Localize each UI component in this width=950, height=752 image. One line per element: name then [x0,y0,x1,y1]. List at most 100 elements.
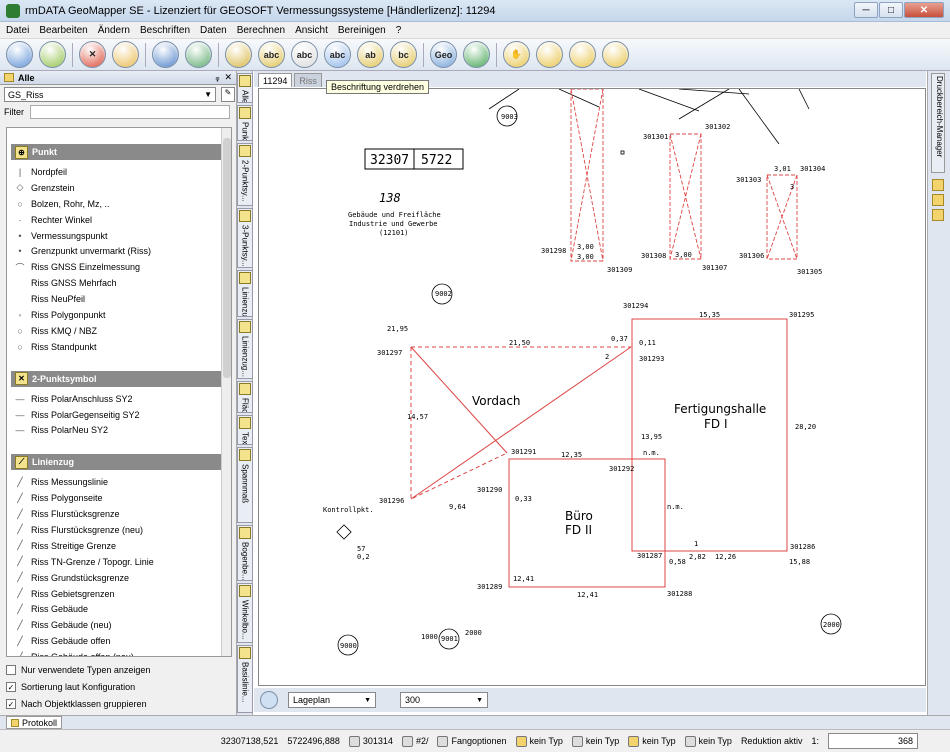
menu-item-6[interactable]: Ansicht [295,24,328,36]
vtab-0[interactable]: Alle [237,73,253,103]
list-item[interactable]: ⌒Riss GNSS Einzelmessung [7,259,231,275]
checkbox[interactable] [6,664,16,675]
vtab-7[interactable]: Text [237,415,253,445]
vtab-5[interactable]: Linienzug... [237,319,253,379]
list-item[interactable]: ╱Riss Flurstücksgrenze [7,506,231,522]
vtab-1[interactable]: Punkt [237,105,253,141]
scrollbar-thumb[interactable] [223,138,231,378]
tab-riss[interactable]: Riss [294,73,322,87]
zoom-window-button[interactable] [569,41,596,68]
vtab-4[interactable]: Linienzug [237,270,253,317]
menu-item-5[interactable]: Berechnen [236,24,286,36]
menu-item-2[interactable]: Ändern [97,24,130,36]
label-delete-button[interactable]: bc [390,41,417,68]
menu-item-0[interactable]: Datei [6,24,30,36]
list-item[interactable]: ╱Riss TN-Grenze / Topogr. Linie [7,554,231,570]
list-item[interactable]: ╱Riss Gebäude offen (neu) [7,649,231,656]
group-header[interactable]: ⊕Punkt [11,144,227,160]
list-item[interactable]: ╱Riss Gebäude offen [7,633,231,649]
cancel-button[interactable]: ✕ [79,41,106,68]
list-item[interactable]: ╱Riss Streitige Grenze [7,538,231,554]
menu-item-3[interactable]: Beschriften [139,24,191,36]
list-item[interactable]: ╱Riss Flurstücksgrenze (neu) [7,522,231,538]
tab-11294[interactable]: 11294 [258,73,293,87]
close-button[interactable]: ✕ [904,2,944,18]
scale-select[interactable]: 300▼ [400,692,488,708]
menu-item-8[interactable]: ? [395,24,402,36]
new-button[interactable] [6,41,33,68]
menu-item-7[interactable]: Bereinigen [337,24,386,36]
menu-item-1[interactable]: Bearbeiten [39,24,88,36]
area-type[interactable]: kein Typ [628,735,676,747]
list-item[interactable]: •Vermessungspunkt [7,228,231,244]
save-button[interactable] [152,41,179,68]
label-move-button[interactable]: ab [357,41,384,68]
group-header[interactable]: ✕2-Punktsymbol [11,370,227,387]
vtab-9[interactable]: Bogenbe... [237,525,253,581]
vtab-11[interactable]: Basislinie... [237,645,253,713]
list-item[interactable]: ·Rechter Winkel [7,212,231,228]
pin-icon[interactable]: ᵩ [215,72,220,82]
minimize-button[interactable]: ─ [854,2,878,18]
list-item[interactable]: •Grenzpunkt unvermarkt (Riss) [7,243,231,259]
wrench-icon[interactable]: ✎ [221,87,235,102]
redo-button[interactable] [225,41,252,68]
tab-druckbereich[interactable]: Druckbereich-Manager [931,73,945,173]
undo-button[interactable] [185,41,212,68]
list-item[interactable]: ╱Riss Grundstücksgrenze [7,570,231,586]
list-item[interactable]: ╱Riss Gebäude [7,601,231,617]
map-button[interactable] [463,41,490,68]
tab-protokoll[interactable]: Protokoll [6,716,63,729]
zoom-input[interactable]: 368 [828,733,918,749]
page-icon[interactable] [932,194,944,206]
vtab-3[interactable]: 3-Punktsy... [237,208,253,268]
scrollbar[interactable] [221,128,231,656]
list-item[interactable]: ○Bolzen, Rohr, Mz, .. [7,196,231,212]
edit-button[interactable] [112,41,139,68]
zoom-in-button[interactable] [536,41,563,68]
list-item[interactable]: ╱Riss Gebietsgrenzen [7,586,231,602]
option-row[interactable]: Nur verwendete Typen anzeigen [6,661,150,678]
point-type[interactable]: kein Typ [515,735,563,747]
line-type[interactable]: kein Typ [571,735,619,747]
list-item[interactable]: Riss GNSS Mehrfach [7,275,231,291]
zoom-all-button[interactable] [602,41,629,68]
geo-button[interactable]: Geo [430,41,457,68]
panel-close-icon[interactable]: ✕ [224,72,232,82]
option-row[interactable]: ✓Nach Objektklassen gruppieren [6,695,150,712]
text-type[interactable]: kein Typ [684,735,732,747]
list-item[interactable]: ○Riss Standpunkt [7,339,231,355]
vtab-8[interactable]: Spannmaß [237,447,253,523]
snap-options[interactable]: Fangoptionen [437,735,507,747]
layer-select[interactable]: Lageplan▼ [288,692,376,708]
vtab-2[interactable]: 2-Punktsy... [237,143,253,206]
label-rotate-button[interactable]: abc [324,41,351,68]
label-add-button[interactable]: abc [258,41,285,68]
filter-input[interactable] [30,105,230,119]
list-item[interactable]: ╱Riss Polygonseite [7,490,231,506]
list-item[interactable]: —Riss PolarNeu SY2 [7,422,231,438]
checkbox[interactable]: ✓ [6,698,16,709]
list-item[interactable]: Riss NeuPfeil [7,291,231,307]
open-button[interactable] [39,41,66,68]
vtab-10[interactable]: Winkelbo... [237,583,253,643]
page-icon[interactable] [932,209,944,221]
list-item[interactable]: ○Riss KMQ / NBZ [7,323,231,339]
pan-button[interactable]: ✋ [503,41,530,68]
print-icon[interactable] [932,179,944,191]
list-item[interactable]: ╱Riss Messungslinie [7,474,231,490]
list-item[interactable]: ◦Riss Polygonpunkt [7,307,231,323]
menu-item-4[interactable]: Daten [200,24,227,36]
option-row[interactable]: ✓Sortierung laut Konfiguration [6,678,150,695]
checkbox[interactable]: ✓ [6,681,16,692]
label-edit-button[interactable]: abc [291,41,318,68]
maximize-button[interactable]: □ [879,2,903,18]
list-item[interactable]: —Riss PolarAnschluss SY2 [7,391,231,407]
list-item[interactable]: |Nordpfeil [7,164,231,180]
list-item[interactable]: ╱Riss Gebäude (neu) [7,617,231,633]
filter-funnel-icon[interactable] [260,691,278,709]
list-item[interactable]: ◇Grenzstein [7,180,231,196]
list-item[interactable]: —Riss PolarGegenseitig SY2 [7,407,231,423]
group-header[interactable]: ⟋Linienzug [11,454,227,471]
catalog-select[interactable]: GS_Riss ▼ [4,87,216,102]
